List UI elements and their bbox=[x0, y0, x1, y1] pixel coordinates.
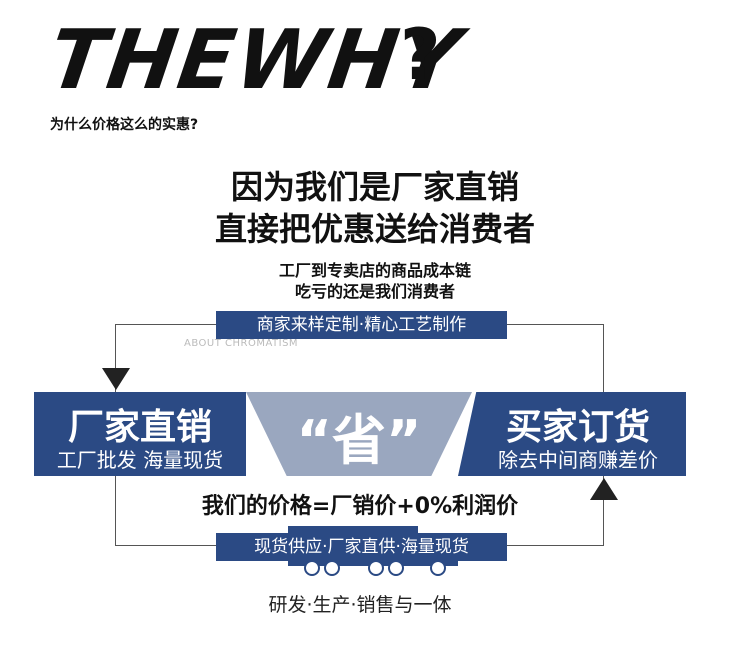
center-band bbox=[246, 392, 472, 476]
left-band bbox=[34, 392, 246, 476]
right-band bbox=[458, 392, 686, 476]
ghost-text: ABOUT CHROMATISM bbox=[184, 338, 299, 349]
left-band-title: 厂家直销 bbox=[67, 407, 212, 448]
headline-line-1: 因为我们是厂家直销 bbox=[230, 168, 519, 206]
headline-line-2: 直接把优惠送给消费者 bbox=[214, 210, 535, 248]
right-band-title: 买家订货 bbox=[505, 407, 650, 448]
arrow-down-icon bbox=[102, 368, 130, 390]
price-formula: 我们的价格=厂销价+0%利润价 bbox=[201, 494, 519, 519]
subheadline-line-2: 吃亏的还是我们消费者 bbox=[294, 282, 455, 301]
subheadline-line-1: 工厂到专卖店的商品成本链 bbox=[278, 261, 471, 280]
left-band-subtitle: 工厂批发 海量现货 bbox=[56, 448, 224, 472]
top-tag: 商家来样定制·精心工艺制作 bbox=[216, 311, 507, 339]
brand-question-mark: ? bbox=[400, 14, 441, 96]
arrow-up-icon bbox=[590, 478, 618, 500]
center-label: “省” bbox=[296, 409, 422, 472]
bottom-tag: 现货供应·厂家直供·海量现货 bbox=[216, 533, 507, 561]
slogan: 研发·生产·销售与一体 bbox=[268, 594, 452, 616]
right-band-subtitle: 除去中间商赚差价 bbox=[498, 448, 658, 472]
brand-subtitle: 为什么价格这么的实惠? bbox=[50, 117, 199, 133]
